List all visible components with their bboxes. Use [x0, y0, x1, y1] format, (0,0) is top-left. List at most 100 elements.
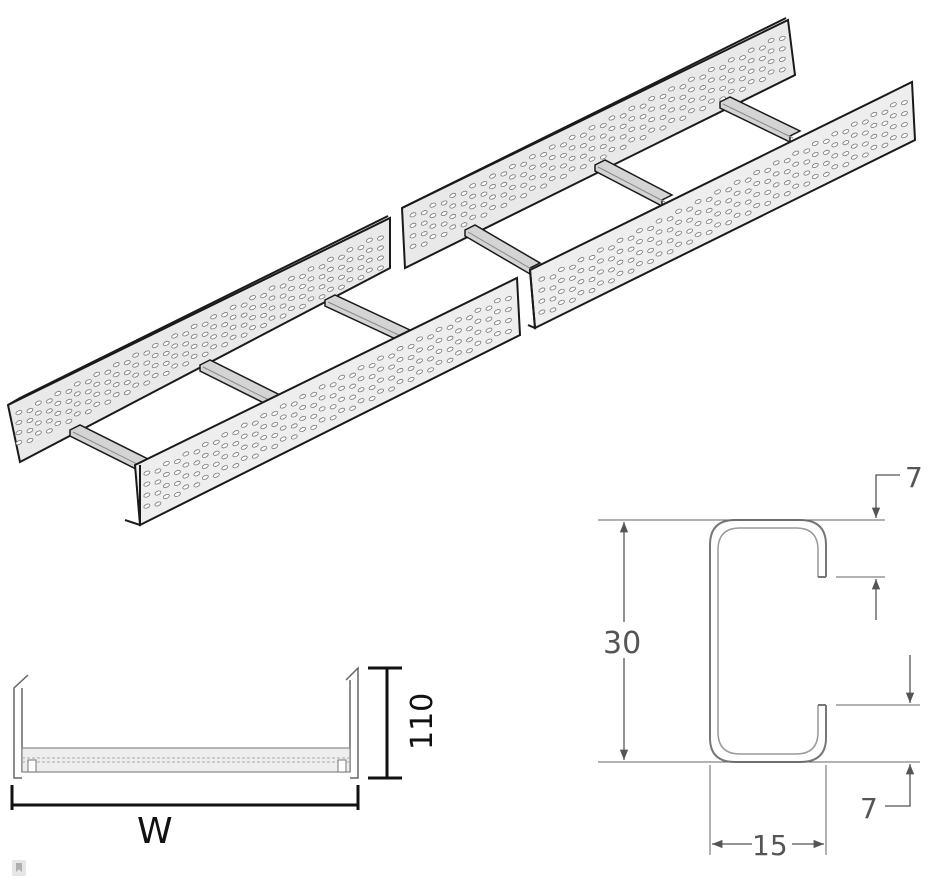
perforation-hole: [123, 370, 131, 376]
perforation-hole: [608, 136, 616, 142]
perforation-hole: [505, 329, 512, 335]
perforation-hole: [396, 357, 404, 363]
perforation-hole: [628, 137, 636, 143]
perforation-hole: [727, 57, 735, 63]
perforation-hole: [675, 230, 682, 236]
perforation-hole: [416, 358, 423, 364]
perforation-hole: [666, 216, 674, 222]
perforation-hole: [599, 133, 607, 139]
perforation-hole: [240, 312, 248, 318]
perforation-hole: [229, 314, 237, 320]
perforation-hole: [474, 340, 482, 346]
perforation-hole: [416, 336, 423, 342]
perforation-hole: [588, 266, 596, 272]
perforation-hole: [65, 408, 73, 414]
perforation-hole: [666, 238, 674, 244]
perforation-hole: [162, 350, 170, 357]
perforation-hole: [627, 246, 635, 252]
perforation-hole: [65, 388, 73, 394]
perforation-hole: [440, 231, 448, 238]
profile-height-label: 30: [603, 626, 641, 661]
perforation-hole: [580, 153, 587, 159]
perforation-hole: [753, 181, 761, 187]
perforation-hole: [597, 258, 604, 264]
perforation-hole: [500, 202, 508, 208]
perforation-pattern: [409, 35, 786, 249]
perforation-hole: [694, 199, 702, 205]
perforation-hole: [409, 212, 417, 218]
perforation-hole: [420, 241, 428, 247]
perforation-hole: [474, 307, 482, 313]
perforation-hole: [338, 374, 345, 380]
perforation-hole: [764, 200, 772, 206]
perforation-hole: [639, 114, 647, 120]
perforation-hole: [719, 64, 727, 70]
perforation-hole: [338, 396, 345, 402]
perforation-hole: [548, 144, 556, 150]
perforation-hole: [182, 351, 190, 357]
perforation-hole: [505, 296, 512, 302]
perforation-hole: [174, 491, 181, 497]
perforation-hole: [705, 229, 713, 236]
perforation-hole: [279, 425, 287, 431]
perforation-hole: [549, 274, 557, 280]
perforation-hole: [240, 433, 248, 439]
perforation-hole: [288, 285, 295, 292]
perforation-hole: [190, 323, 198, 329]
perforation-hole: [162, 493, 170, 500]
perforation-hole: [783, 180, 791, 186]
perforation-hole: [318, 417, 326, 423]
perforation-hole: [599, 154, 607, 160]
perforation-hole: [778, 56, 786, 62]
perforation-hole: [201, 452, 209, 458]
perforation-hole: [480, 202, 488, 208]
perforation-hole: [803, 159, 811, 165]
perforation-hole: [569, 297, 576, 303]
perforation-hole: [792, 150, 800, 156]
perforation-hole: [636, 228, 643, 234]
perforation-hole: [104, 389, 112, 395]
perforation-hole: [407, 365, 415, 372]
perforation-hole: [767, 37, 775, 44]
perforation-hole: [446, 324, 454, 330]
perforation-hole: [26, 437, 34, 444]
perforation-hole: [435, 337, 443, 343]
perforation-hole: [349, 372, 357, 378]
perforation-hole: [831, 131, 839, 137]
perforation-hole: [251, 431, 259, 437]
perforation-hole: [132, 382, 140, 388]
perforation-hole: [549, 285, 557, 291]
perforation-hole: [733, 190, 741, 196]
width-dimension-label: W: [137, 811, 173, 852]
perforation-hole: [792, 161, 800, 167]
perforation-hole: [588, 277, 596, 283]
perforation-hole: [538, 309, 546, 315]
perforation-hole: [714, 200, 722, 206]
perforation-hole: [686, 217, 694, 223]
perforation-hole: [540, 162, 547, 168]
perforation-hole: [221, 443, 229, 449]
perforation-hole: [368, 374, 376, 380]
perforation-hole: [469, 183, 477, 189]
perforation-hole: [318, 284, 326, 290]
perforation-hole: [357, 376, 365, 382]
perforation-hole: [725, 220, 733, 226]
perforation-hole: [34, 420, 42, 426]
perforation-hole: [318, 294, 326, 300]
perforation-hole: [655, 218, 663, 224]
perforation-hole: [466, 315, 473, 321]
perforation-hole: [15, 440, 23, 446]
perforation-hole: [580, 132, 587, 138]
perforation-hole: [174, 469, 181, 475]
perforation-hole: [112, 372, 120, 378]
perforation-hole: [46, 428, 53, 434]
perforation-hole: [647, 236, 654, 243]
perforation-hole: [668, 86, 675, 92]
perforation-hole: [210, 334, 217, 340]
perforation-hole: [212, 439, 220, 445]
front-rail-right: [527, 80, 917, 330]
perforation-hole: [427, 334, 434, 340]
perforation-hole: [811, 173, 819, 180]
perforation-hole: [714, 189, 722, 195]
